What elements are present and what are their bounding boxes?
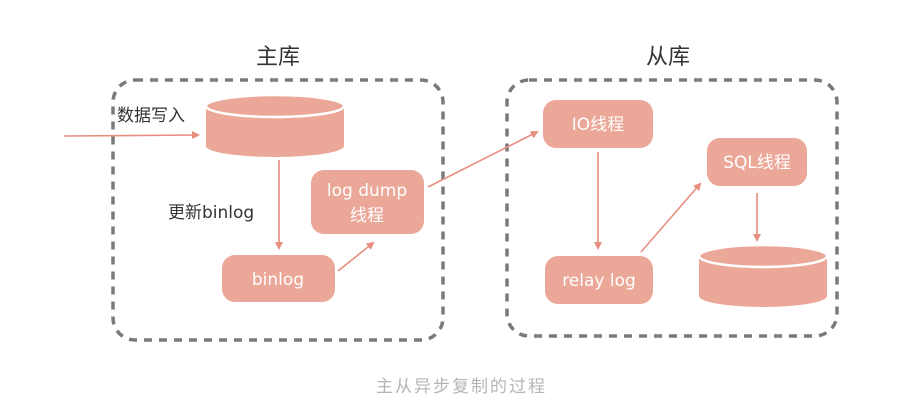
arrow-relay-to-sql (640, 182, 702, 253)
io-thread-label: IO线程 (572, 115, 624, 135)
data-write-label: 数据写入 (117, 106, 185, 126)
relay-log-label: relay log (562, 271, 636, 291)
slave-title: 从库 (646, 45, 690, 70)
binlog-label: binlog (252, 270, 304, 290)
master-database (204, 93, 346, 157)
arrow-binlog-to-dump (337, 241, 375, 272)
binlog-node (222, 255, 335, 302)
io-thread-node (543, 100, 653, 148)
update-binlog-label: 更新binlog (168, 203, 254, 223)
arrow-dump-to-io (427, 131, 539, 188)
master-title: 主库 (256, 45, 300, 70)
relay-log-node (545, 256, 653, 304)
log-dump-label-line1: log dump (327, 181, 407, 201)
slave-database (697, 243, 829, 307)
log-dump-thread-node (311, 170, 424, 234)
sql-thread-label: SQL线程 (723, 153, 791, 173)
sql-thread-node (707, 138, 807, 186)
figure-caption: 主从异步复制的过程 (376, 377, 547, 397)
slave-container (505, 78, 839, 338)
arrow-data-write (63, 131, 200, 140)
log-dump-label-line2: 线程 (350, 206, 384, 226)
master-container (111, 78, 445, 342)
